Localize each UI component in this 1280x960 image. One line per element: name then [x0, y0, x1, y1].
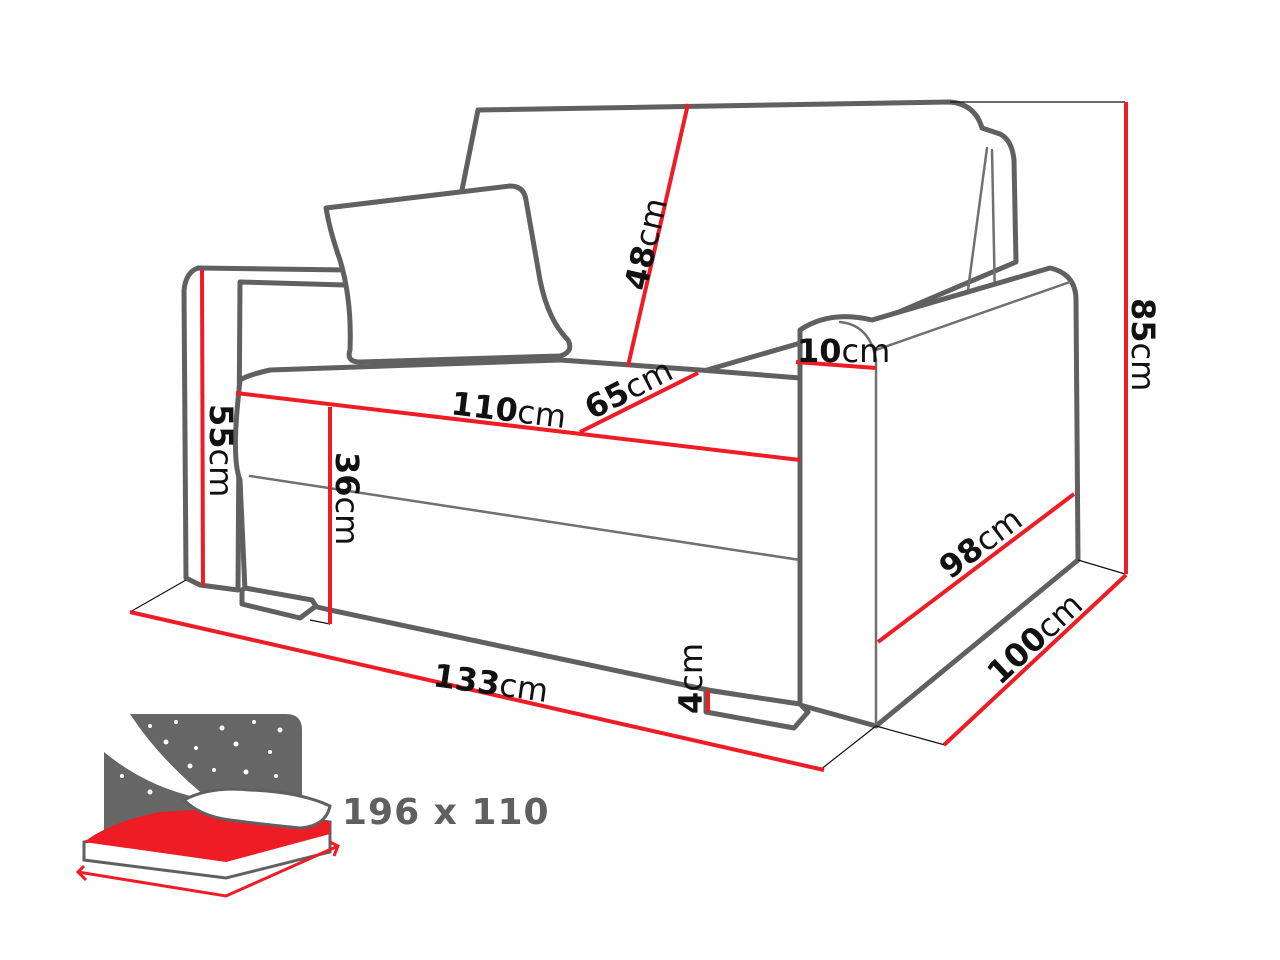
label-total-width: 133cm [431, 656, 551, 710]
right-arm-front-edge [838, 320, 878, 727]
backrest-fold [963, 146, 997, 314]
label-seat-width: 110cm [449, 384, 568, 436]
label-seat-height: 36cm [328, 452, 366, 545]
sofa-right-arm [797, 265, 1081, 729]
label-total-height: 85cm [1124, 298, 1162, 391]
sofa-seat-front [232, 357, 803, 708]
right-arm-top-edge [874, 280, 1072, 352]
label-arm-height: 55cm [202, 404, 240, 497]
sofa-left-arm [181, 265, 351, 593]
throw-pillow [323, 183, 573, 365]
dimension-lines [129, 102, 1128, 772]
label-leg-height: 4cm [672, 643, 710, 714]
front-left-leg [239, 585, 319, 621]
label-armrest-width: 10cm [797, 332, 890, 370]
extension-lines [129, 101, 1126, 771]
bed-night-icon [75, 714, 340, 898]
sleeping-area-label: 196 x 110 [342, 792, 550, 833]
seat-drawer-line [248, 474, 802, 562]
